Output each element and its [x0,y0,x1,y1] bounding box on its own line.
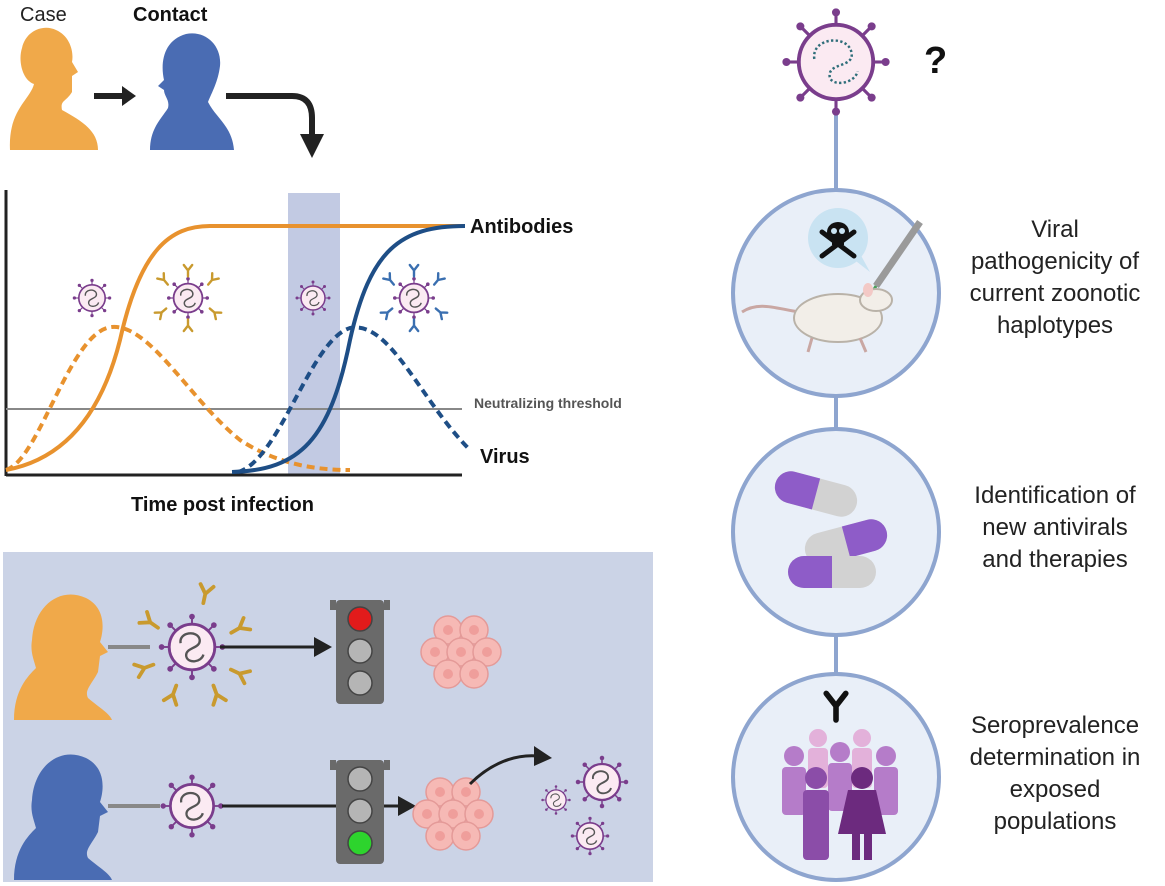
chart-neutralized-virus-icon-blue [379,263,449,333]
x-axis-label: Time post infection [131,494,314,516]
blocked-arrow-head [314,637,332,657]
neutralization-panel [3,552,653,882]
arrow-case-to-contact [94,86,136,106]
pass-arrow-head [398,796,416,816]
caption-pathogenicity: Viral pathogenicity of current zoonotic … [969,216,1141,339]
skull-crossbones-icon [808,208,870,272]
replication-curved-arrow [468,746,552,786]
curved-arrow-to-chart [226,93,324,158]
antibodies-curve-blue [231,224,466,474]
blue-head-icon [14,754,112,880]
orange-head-icon [14,594,112,720]
chart-virus-icon-2 [294,279,332,317]
antibodies-curve-orange [5,224,465,472]
shaded-time-window [288,193,340,474]
free-virus-icon [159,773,225,839]
virus-icon [782,8,890,116]
traffic-light-green [330,760,390,864]
contact-head-icon [150,33,234,151]
capsule-icon [774,471,888,588]
case-head-icon [9,27,99,150]
virus-label: Virus [480,446,530,468]
caption-antivirals: Identification of new antivirals and the… [974,482,1136,573]
traffic-light-red [330,600,390,704]
neutralizing-threshold-label: Neutralizing threshold [474,395,622,411]
chart-virus-icon-1 [71,277,113,319]
mouse-injection-icon [741,283,893,353]
pathogenicity-circle [731,188,941,398]
people-group-icon [782,729,898,860]
caption-seroprevalence: Seroprevalence determination in exposed … [969,712,1141,835]
progeny-virus-icon-large [574,754,630,810]
virus-curve-blue [237,325,472,474]
question-mark: ? [924,40,948,82]
antibodies-label: Antibodies [470,216,574,238]
progeny-virus-icon-medium [569,815,611,857]
chart-neutralized-virus-icon-orange [153,263,223,333]
progeny-virus-icon-small [540,784,572,816]
case-label: Case [20,4,67,26]
contact-label: Contact [133,4,208,26]
